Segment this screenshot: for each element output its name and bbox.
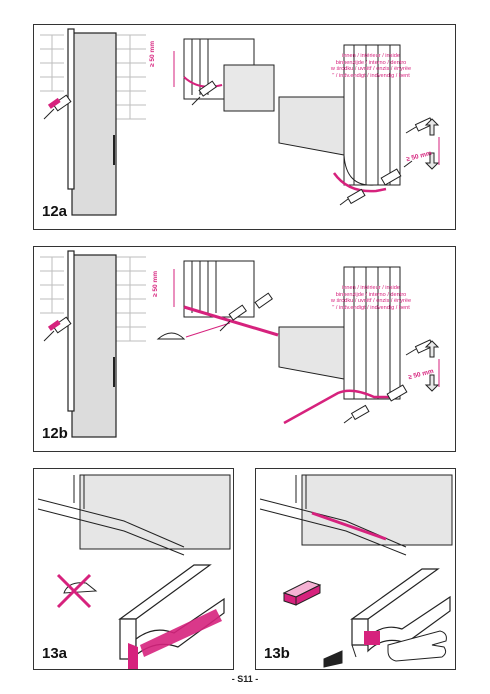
step-label-13a: 13a xyxy=(42,645,68,662)
step-13a-illustration xyxy=(37,474,231,669)
step-12b-panel: ≥ 50 mm ≥ 50 mm innen / intérieur / insi… xyxy=(33,246,456,452)
inside-note-line: innen / intérieur / inside xyxy=(342,53,400,59)
step-12b-illustration xyxy=(40,250,440,438)
step-label-12a: 12a xyxy=(42,203,68,220)
inside-note-line: innen / intérieur / inside xyxy=(342,285,400,291)
inside-note-line: binnenzijde / interno / dentro xyxy=(335,59,407,66)
inside-note-line: binnenzijde / interno / dentro xyxy=(335,291,407,298)
step-13b-illustration xyxy=(259,474,453,668)
inside-note-line: w środku / uvnitř / enzis / ënyrëe xyxy=(330,298,412,305)
step-12a-panel: ≥ 50 mm ≥ 50 mm innen / intérieur / insi… xyxy=(33,24,456,230)
page-number: - S11 - xyxy=(231,674,259,684)
step-13a-panel: 13a xyxy=(33,468,234,670)
inside-note-line: ′′ / indv.endigt / indvendig / bent xyxy=(332,72,410,79)
inside-note-12a: innen / intérieur / inside binnenzijde /… xyxy=(326,53,416,79)
inside-note-line: ′′ / indv.endigt / indvendig / bent xyxy=(332,304,410,311)
step-label-13b: 13b xyxy=(264,645,290,662)
step-label-12b: 12b xyxy=(42,425,68,442)
inside-note-line: w środku / uvnitř / enzis / ënyrëe xyxy=(330,66,412,73)
step-12a-illustration xyxy=(40,28,440,216)
dimension-left-12a: ≥ 50 mm xyxy=(149,41,156,67)
step-13b-panel: 13b xyxy=(255,468,456,670)
dimension-left-12b: ≥ 50 mm xyxy=(152,271,159,297)
inside-note-12b: innen / intérieur / inside binnenzijde /… xyxy=(326,285,416,311)
